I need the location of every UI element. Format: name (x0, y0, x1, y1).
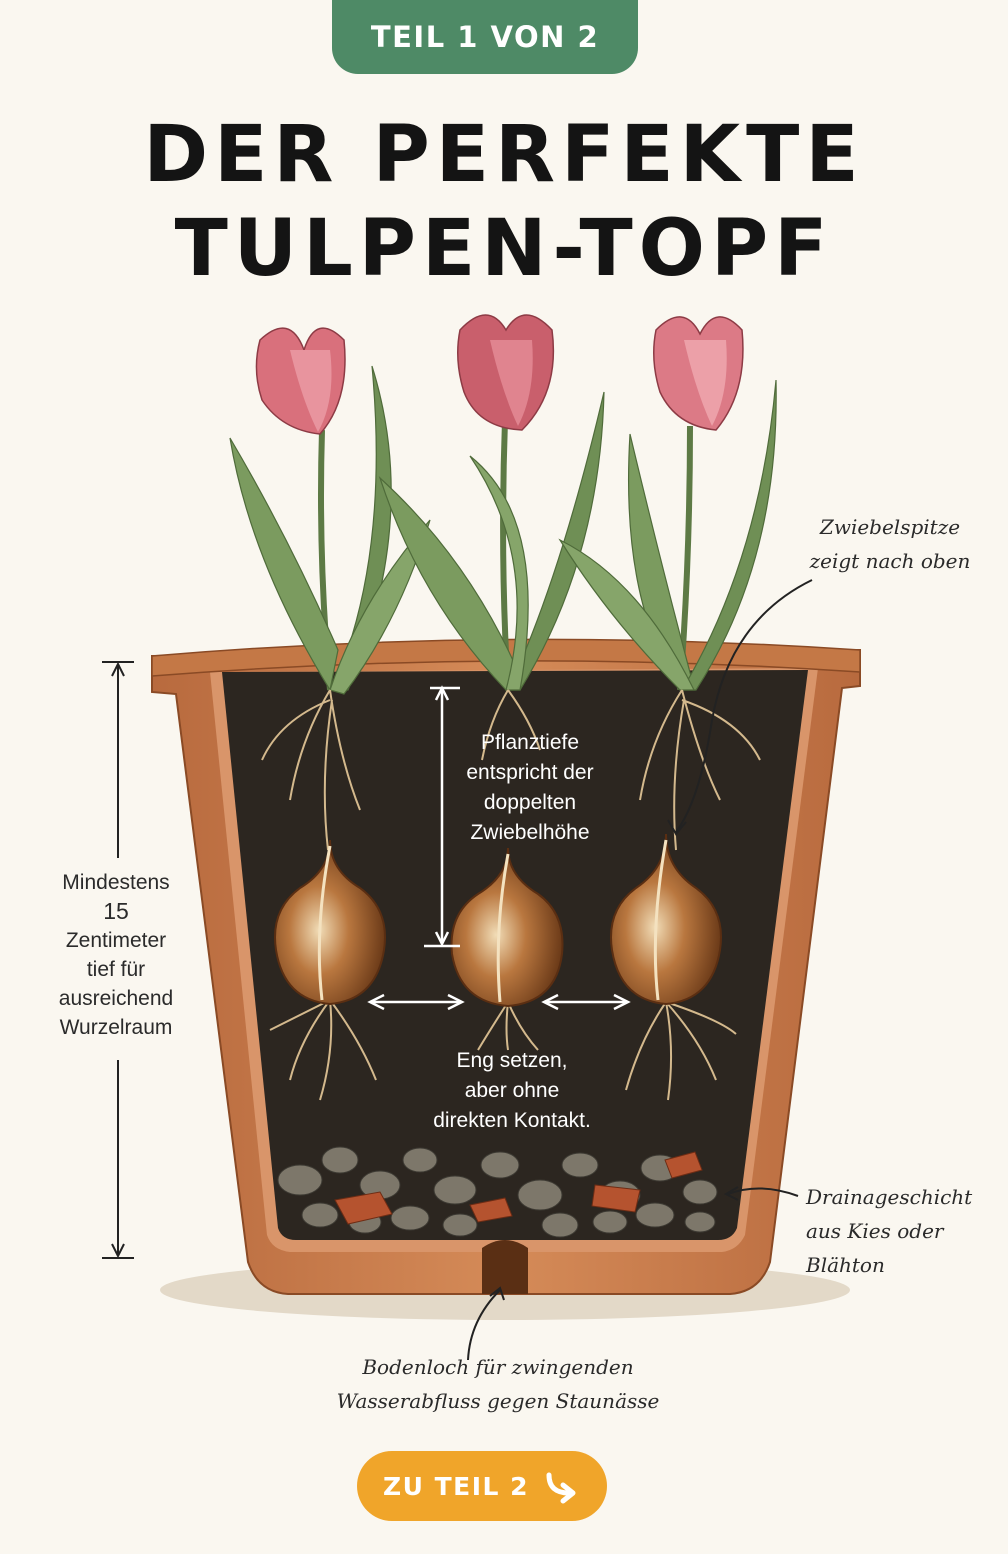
spacing-label: Eng setzen, aber ohne direkten Kontakt. (433, 1049, 591, 1132)
drainage-layer (277, 1146, 718, 1238)
arrow-down-right-icon (543, 1467, 581, 1505)
tulip-bulbs (274, 833, 722, 1008)
next-part-label: ZU TEIL 2 (382, 1471, 530, 1501)
planting-depth-label: Pflanztiefe entspricht der doppelten Zwi… (466, 731, 594, 844)
drain-hole (482, 1240, 528, 1294)
next-part-button[interactable]: ZU TEIL 2 (357, 1451, 607, 1521)
title-line-1: DER PERFEKTE (143, 110, 865, 200)
planting-depth-indicator (424, 685, 460, 948)
page-title: DER PERFEKTE TULPEN-TOPF (0, 108, 1008, 296)
drainage-label: Drainageschicht aus Kies oder Blähton (806, 1185, 973, 1277)
bulb-tip-label: Zwiebelspitze zeigt nach oben (809, 515, 971, 573)
drain-hole-label: Bodenloch für zwingenden Wasserabfluss g… (336, 1355, 660, 1413)
tulip-flowers (255, 314, 744, 435)
part-indicator-badge: TEIL 1 VON 2 (332, 0, 638, 74)
title-line-2: TULPEN-TOPF (174, 204, 834, 294)
min-depth-label: Mindestens 15 Zentimeter tief für ausrei… (58, 871, 174, 1039)
callout-arrows (467, 579, 813, 1361)
min-depth-dimension (102, 661, 134, 1259)
spacing-indicator (367, 993, 631, 1011)
tulip-stems-leaves (229, 365, 777, 695)
